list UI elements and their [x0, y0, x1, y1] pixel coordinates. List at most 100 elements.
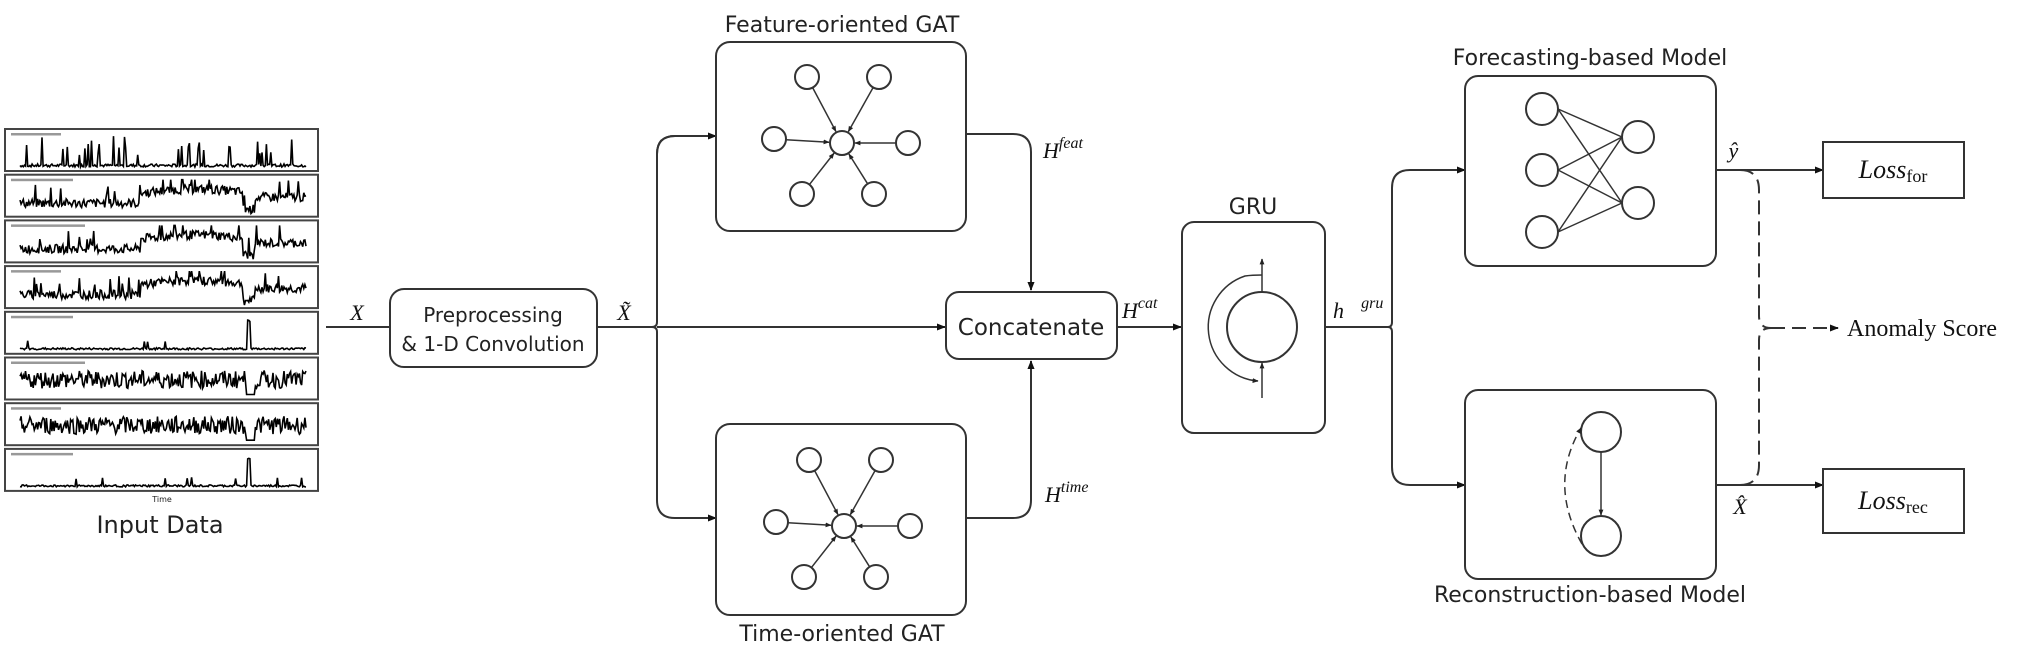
time-gat-edge: [850, 536, 871, 568]
input-data-label: Input Data: [96, 511, 223, 539]
input-series-panel: [4, 447, 319, 492]
loss-rec-base: Loss: [1857, 486, 1906, 515]
loss-for-base: Loss: [1858, 155, 1907, 184]
panel-series-name: [11, 407, 61, 410]
h-gru-base: h⃗: [1333, 298, 1361, 323]
time-gat-title: Time-oriented GAT: [738, 622, 945, 647]
feature-gat-edge: [808, 152, 835, 186]
time-gat-neighbor-node: [763, 509, 789, 535]
loss-for-label: Lossfor: [1858, 155, 1928, 186]
forecasting-title: Forecasting-based Model: [1453, 46, 1728, 71]
time-series-line: [19, 319, 307, 352]
loss-for-block: [1822, 141, 1965, 199]
gru-cell-circle: [1226, 291, 1298, 363]
time-gat-graph: [763, 447, 923, 590]
symbol-x: X: [349, 300, 365, 325]
h-feat-base: H: [1042, 138, 1060, 163]
feature-gat-graph: [761, 64, 921, 207]
time-gat-output-connector: [966, 360, 1035, 519]
mlp-node: [1525, 215, 1559, 249]
feature-gat-neighbor-node: [895, 130, 921, 156]
gru-recurrent-arc: [1207, 274, 1263, 383]
x-tilde-branch-upper: [656, 132, 717, 200]
gru-cell-icon: [1207, 258, 1298, 398]
panel-frame: [4, 310, 319, 355]
h-time-base: H: [1044, 482, 1062, 507]
feature-gat-center-node: [829, 130, 855, 156]
panel-series-name: [11, 315, 73, 319]
feature-gat-edge: [785, 138, 830, 145]
panel-series-name: [11, 224, 85, 227]
loss-for-sub: for: [1906, 166, 1927, 186]
loss-rec-sub: rec: [1906, 497, 1928, 517]
anomaly-brace-lower: [1739, 327, 1772, 486]
time-series-line: [19, 414, 307, 441]
anomaly-score-label: Anomaly Score: [1847, 316, 1997, 342]
feature-gat-neighbor-node: [761, 126, 787, 152]
feature-gat-output-connector: [966, 133, 1035, 291]
time-series-line: [19, 270, 307, 306]
mlp-edge: [1557, 136, 1623, 233]
forecasting-block: [1464, 75, 1717, 267]
time-gat-edge: [813, 470, 839, 516]
gru-branch-brace-tip: [1387, 321, 1393, 333]
panel-frame: [4, 447, 319, 492]
mlp-edge: [1557, 202, 1623, 233]
panel-series-name: [11, 452, 73, 456]
input-series-panel: [4, 128, 319, 172]
input-series-panel: [4, 265, 319, 310]
time-series-line: [19, 457, 307, 489]
time-gat-edge: [810, 535, 837, 569]
h-cat-base: H: [1121, 298, 1139, 323]
input-series-panel: [4, 219, 319, 264]
preprocessing-label-line1: Preprocessing: [423, 303, 563, 327]
panel-series-name: [11, 361, 85, 364]
anomaly-brace-upper: [1739, 169, 1772, 329]
mlp-edge: [1557, 169, 1623, 204]
feature-gat-edge: [811, 87, 837, 133]
h-gru-sup: gru: [1361, 295, 1383, 312]
mlp-edge: [1557, 108, 1623, 138]
time-series-line: [19, 178, 307, 216]
h-feat-symbol: Hfeat: [1042, 135, 1083, 163]
input-series-panel: [4, 402, 319, 447]
preprocessing-label-line2: & 1-D Convolution: [401, 332, 584, 356]
symbol-x-tilde: X̃: [616, 300, 632, 325]
feature-gat-neighbor-node: [866, 64, 892, 90]
time-gat-neighbor-node: [863, 564, 889, 590]
mlp-node: [1621, 120, 1655, 154]
input-series-panel: [4, 356, 319, 401]
h-feat-sup: feat: [1059, 135, 1084, 152]
time-gat-neighbor-node: [897, 513, 923, 539]
time-gat-neighbor-node: [868, 447, 894, 473]
feature-gat-neighbor-node: [861, 181, 887, 207]
input-series-panel: [4, 310, 319, 355]
concatenate-block: [945, 291, 1118, 360]
mlp-node: [1525, 153, 1559, 187]
gru-branch-upper: [1391, 166, 1466, 322]
feature-gat-neighbor-node: [794, 64, 820, 90]
h-time-sup: time: [1061, 479, 1089, 496]
panel-frame: [4, 173, 319, 218]
time-gat-edge: [849, 470, 876, 516]
time-gat-neighbor-node: [796, 447, 822, 473]
h-cat-sup: cat: [1138, 295, 1158, 312]
feature-gat-neighbor-node: [789, 181, 815, 207]
gru-title: GRU: [1229, 195, 1277, 220]
time-gat-edge: [787, 521, 832, 528]
mlp-node: [1621, 186, 1655, 220]
concatenate-label: Concatenate: [958, 315, 1104, 341]
mlp-node: [1525, 92, 1559, 126]
gru-branch-lower: [1391, 332, 1466, 489]
reconstruction-title: Reconstruction-based Model: [1434, 583, 1746, 608]
panel-series-name: [11, 270, 61, 273]
reconstruction-graph-icon: [1564, 411, 1622, 557]
panel-series-name: [11, 133, 61, 136]
h-time-symbol: Htime: [1044, 479, 1088, 507]
time-axis-label: Time: [151, 495, 172, 504]
time-series-line: [19, 368, 307, 396]
loss-rec-label: Lossrec: [1857, 486, 1928, 517]
time-series-line: [19, 224, 307, 260]
mlp-edge: [1557, 108, 1623, 204]
